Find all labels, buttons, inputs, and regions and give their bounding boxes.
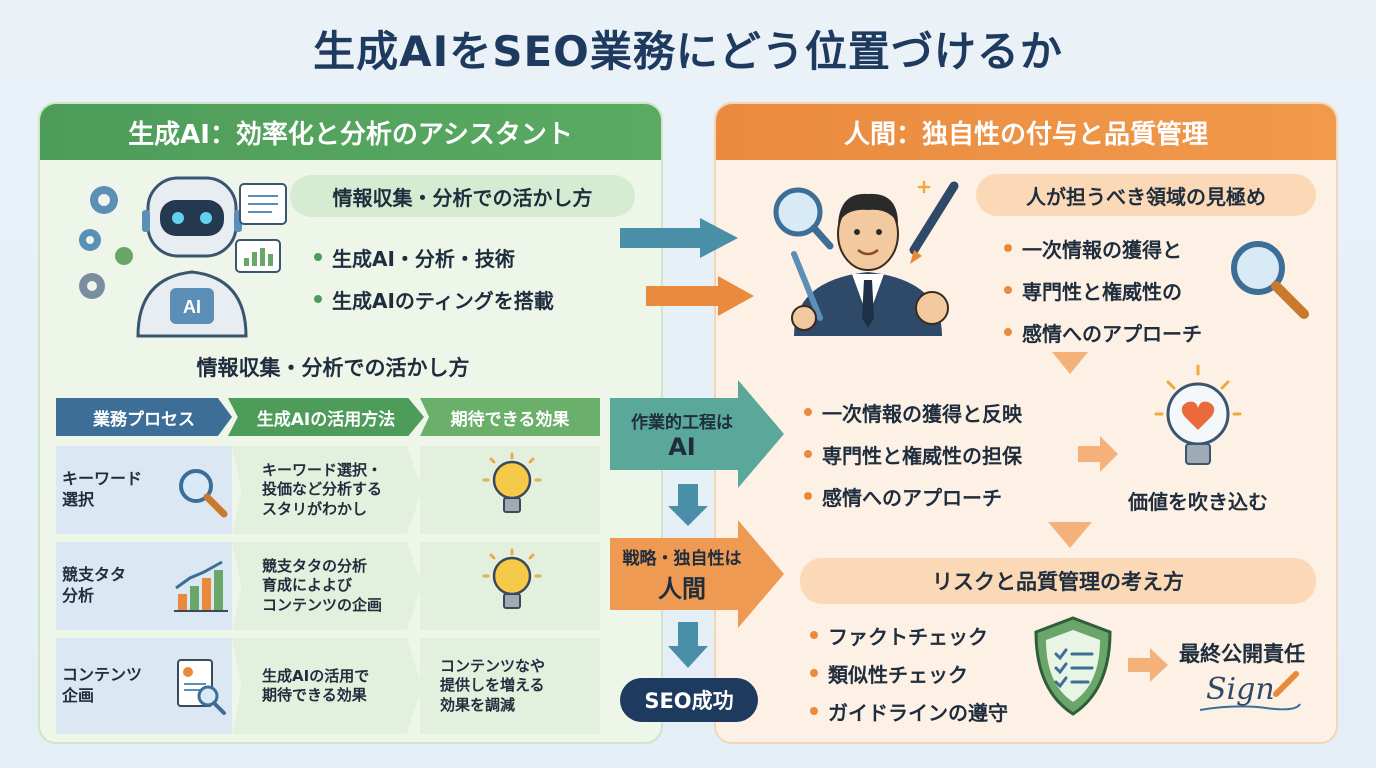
final-responsibility-label: 最終公開責任 xyxy=(1179,642,1305,666)
row-method: 競支タタの分析 育成によよび コンテンツの企画 xyxy=(262,556,383,614)
magnifier-icon xyxy=(179,469,228,518)
table-header-effect: 期待できる効果 xyxy=(420,398,600,436)
down-arrow-icon xyxy=(668,484,708,526)
seo-success-badge: SEO成功 xyxy=(620,678,758,722)
row-process: 競支タタ 分析 xyxy=(62,565,127,605)
risk-bullets: ファクトチェック 類似性チェック ガイドラインの遵守 xyxy=(810,618,1008,728)
bullet-dot-icon xyxy=(810,707,818,715)
signature: Sign xyxy=(1206,672,1275,707)
magnifier-icon xyxy=(1231,241,1309,319)
bullet-dot-icon xyxy=(1004,328,1012,336)
robot-illustration: AI xyxy=(79,176,287,338)
risk-pill: リスクと品質管理の考え方 xyxy=(800,558,1316,604)
bullet-dot-icon xyxy=(314,295,322,303)
flow-arrow-icon xyxy=(646,276,754,316)
human-role-pill: 人が担うべき領域の見極め xyxy=(976,174,1316,216)
heart-lightbulb-icon xyxy=(1154,364,1242,465)
businessman-illustration xyxy=(773,180,959,336)
pen-icon xyxy=(909,181,959,255)
human-panel-header: 人間：独自性の付与と品質管理 xyxy=(716,104,1336,160)
bullet-dot-icon xyxy=(804,408,812,416)
down-arrow-icon xyxy=(1052,352,1088,374)
down-arrow-icon xyxy=(668,622,708,668)
down-arrow-icon xyxy=(1048,522,1092,548)
right-arrow-icon xyxy=(1078,436,1118,472)
row-process: キーワード 選択 xyxy=(62,469,143,509)
magnifier-icon xyxy=(773,187,823,237)
page-title: 生成AIをSEO業務にどう位置づけるか xyxy=(313,27,1063,76)
bar-chart-icon xyxy=(174,560,228,612)
ai-tag-arrow xyxy=(610,380,784,488)
row-effect: コンテンツなや 提供しを増える 効果を調減 xyxy=(440,656,546,714)
table-header-method: 生成AIの活用方法 xyxy=(228,398,424,436)
document-search-icon xyxy=(177,659,226,715)
right-arrow-icon xyxy=(1128,648,1168,682)
human-tag: 戦略・独自性は 人間 xyxy=(622,549,742,603)
table-title: 情報収集・分析での活かし方 xyxy=(196,356,470,380)
row-process: コンテンツ 企画 xyxy=(62,665,143,705)
ai-bullets: 生成AI・分析・技術 生成AIのティングを搭載 xyxy=(314,240,554,316)
bullet-dot-icon xyxy=(804,492,812,500)
lightbulb-icon xyxy=(482,548,542,609)
bullet-dot-icon xyxy=(1004,244,1012,252)
row-method: キーワード選択・ 投価など分析する スタリがわかし xyxy=(262,460,383,518)
value-label: 価値を吹き込む xyxy=(1128,490,1268,514)
bullet-dot-icon xyxy=(314,253,322,261)
bullet-dot-icon xyxy=(810,631,818,639)
human-bullets: 一次情報の獲得と 専門性と権威性の 感情へのアプローチ xyxy=(1004,230,1202,350)
flow-arrow-icon xyxy=(620,218,738,258)
shield-check-icon xyxy=(1034,616,1112,716)
bullet-dot-icon xyxy=(804,450,812,458)
bullet-dot-icon xyxy=(810,669,818,677)
robot-label: AI xyxy=(183,297,201,317)
ai-panel-header: 生成AI：効率化と分析のアシスタント xyxy=(40,104,661,160)
human-tag-arrow xyxy=(610,520,784,628)
row-method: 生成AIの活用で 期待できる効果 xyxy=(262,666,370,705)
signature-pen-icon xyxy=(1199,671,1301,711)
gear-icon xyxy=(79,186,133,299)
ai-tag: 作業的工程は AI xyxy=(631,412,733,461)
table-header-process: 業務プロセス xyxy=(56,398,232,436)
lightbulb-icon xyxy=(482,452,542,513)
bullet-dot-icon xyxy=(1004,286,1012,294)
human-value-bullets: 一次情報の獲得と反映 専門性と権威性の担保 感情へのアプローチ xyxy=(804,394,1022,514)
ai-usage-pill: 情報収集・分析での活かし方 xyxy=(290,175,635,217)
